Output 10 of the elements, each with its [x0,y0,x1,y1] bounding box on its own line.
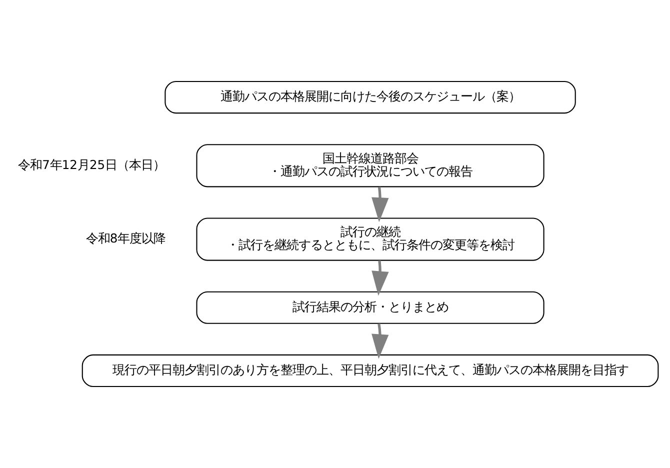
node-box: 試行の継続 ・試行を継続するとともに、試行条件の変更等を検討 [196,218,544,261]
arrow [372,260,389,296]
node-label: 令和8年度以降 [86,232,166,246]
node-label: 令和7年12月25日（本日） [18,158,166,172]
node-box: 国土幹線道路部会 ・通勤パスの試行状況についての報告 [196,144,544,188]
node-box: 試行結果の分析・とりまとめ [196,291,544,324]
node-box: 現行の平日朝夕割引のあり方を整理の上、平日朝夕割引に代えて、通勤パスの本格展開を目指す [82,354,659,388]
node-box: 通勤パスの本格展開に向けた今後のスケジュール（案） [164,80,576,114]
arrow [372,186,389,222]
arrow [372,323,389,359]
